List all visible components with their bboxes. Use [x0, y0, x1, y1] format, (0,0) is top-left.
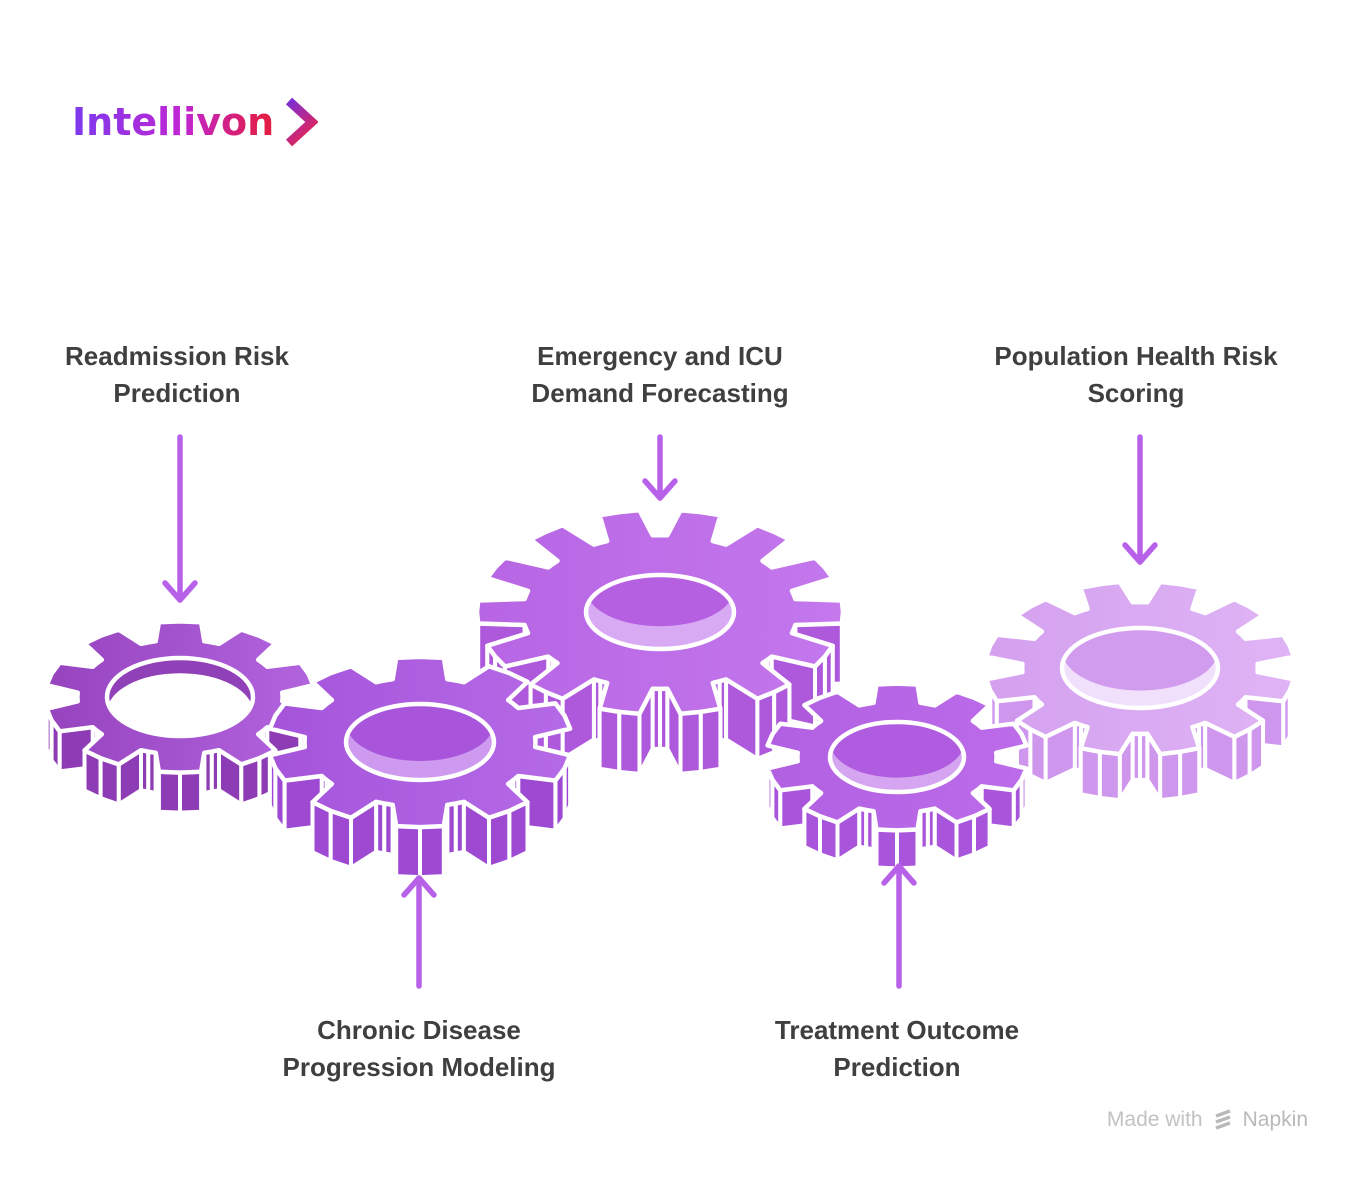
label-line-1: Population Health Risk [994, 341, 1278, 371]
label-line-1: Chronic Disease [317, 1015, 521, 1045]
label-chronic-disease-progression-modeling: Chronic Disease Progression Modeling [282, 1012, 555, 1086]
label-line-2: Prediction [833, 1052, 961, 1082]
label-population-health-risk-scoring: Population Health Risk Scoring [994, 338, 1277, 412]
label-line-1: Readmission Risk [65, 341, 289, 371]
logo-chevron-icon [286, 97, 319, 147]
intellivon-logo: Intellivon [72, 96, 319, 148]
napkin-logo-icon [1215, 1109, 1231, 1130]
chronic-gear [267, 654, 573, 880]
label-line-1: Emergency and ICU [537, 341, 783, 371]
made-with-text: Made with [1106, 1108, 1203, 1131]
treatment-gear [765, 681, 1029, 871]
chronic-arrow-up-icon [401, 875, 437, 989]
label-line-2: Scoring [1087, 378, 1185, 408]
population-gear [984, 579, 1296, 803]
label-line-2: Progression Modeling [282, 1052, 556, 1082]
readmission-gear [44, 619, 316, 815]
logo-text: Intellivon [72, 96, 274, 148]
label-treatment-outcome-prediction: Treatment Outcome Prediction [775, 1012, 1019, 1086]
label-line-2: Prediction [113, 378, 241, 408]
label-readmission-risk-prediction: Readmission Risk Prediction [65, 338, 289, 412]
label-line-1: Treatment Outcome [774, 1015, 1020, 1045]
napkin-brand-text: Napkin [1242, 1108, 1308, 1131]
emergency-arrow-down-icon [642, 434, 678, 501]
napkin-watermark[interactable]: Made with Napkin [1107, 1108, 1308, 1132]
label-emergency-icu-demand-forecasting: Emergency and ICU Demand Forecasting [531, 338, 788, 412]
readmission-arrow-down-icon [162, 434, 198, 603]
population-arrow-down-icon [1122, 434, 1158, 565]
label-line-2: Demand Forecasting [531, 378, 789, 408]
treatment-arrow-up-icon [881, 863, 917, 989]
